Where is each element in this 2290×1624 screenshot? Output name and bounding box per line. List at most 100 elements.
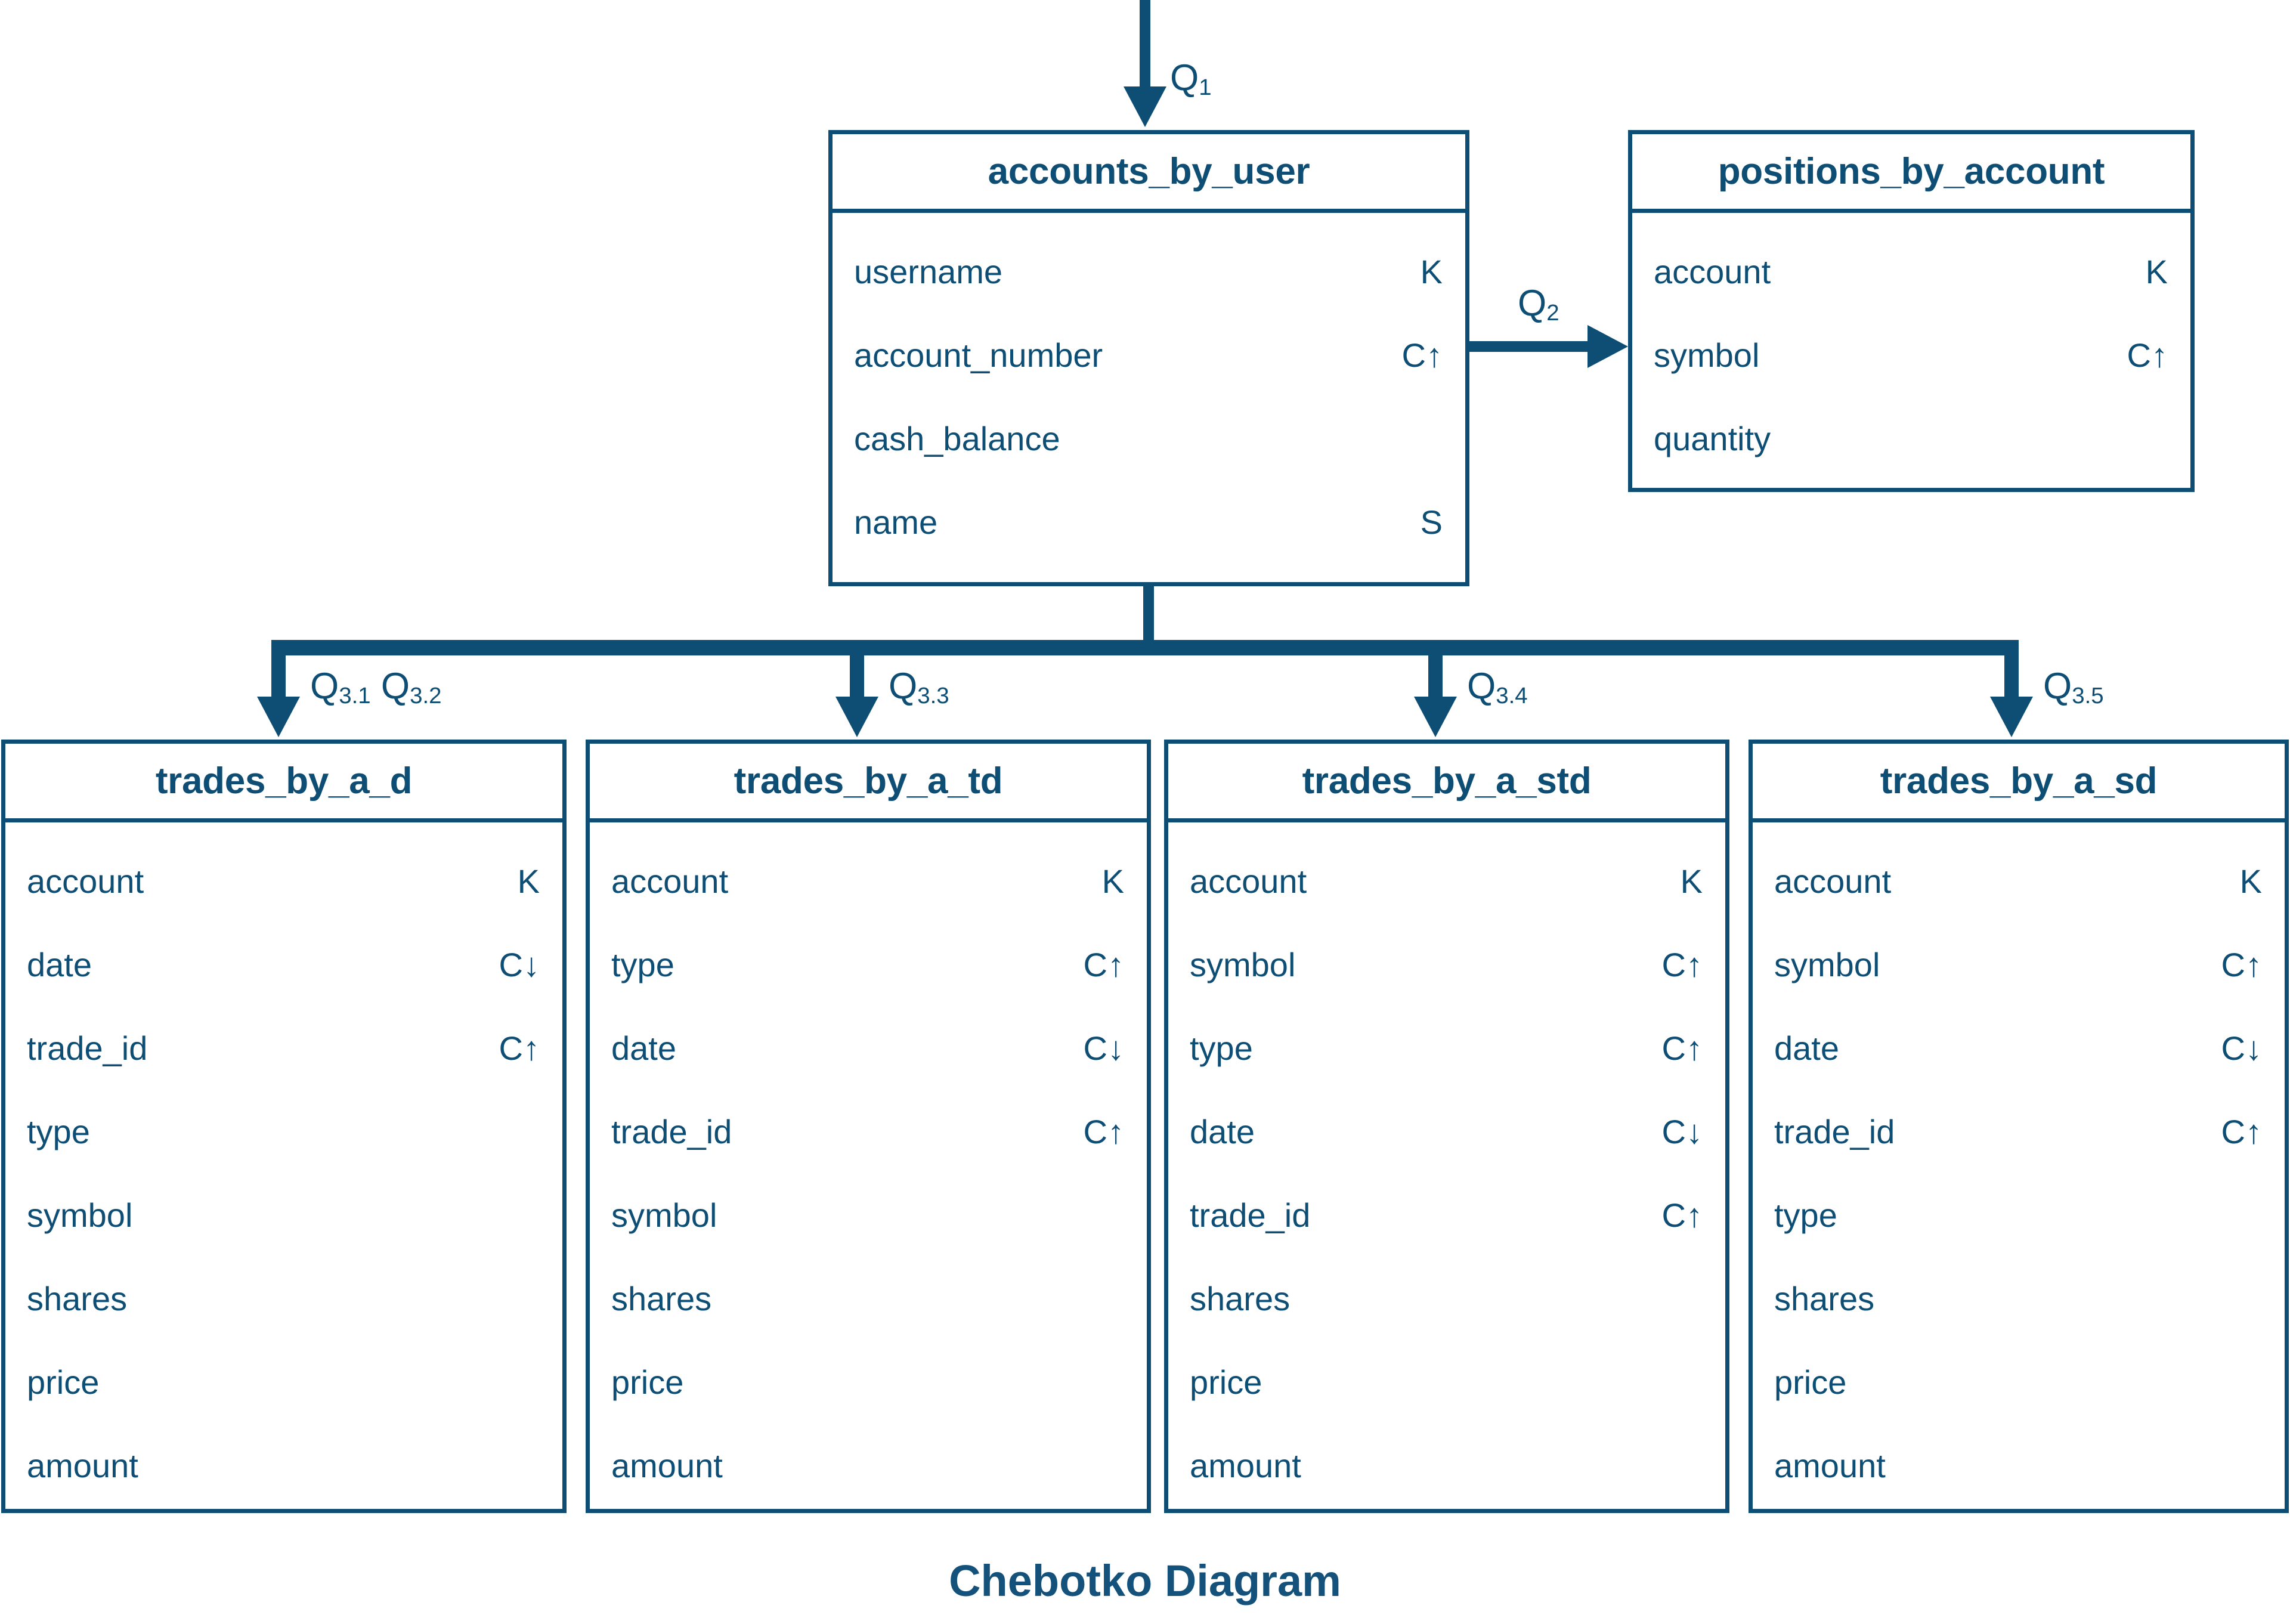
table-row: amount [1753, 1424, 2285, 1507]
table-row: price [5, 1340, 562, 1424]
table-row: account K [5, 839, 562, 923]
column-name: symbol [1190, 945, 1296, 983]
edge-q34-line [1428, 640, 1443, 697]
table-row: symbol C↑ [1632, 313, 2190, 397]
table-positions-by-account[interactable]: positions_by_account account K symbol C↑… [1628, 130, 2195, 492]
edge-q2-line [1469, 341, 1589, 352]
table-row: date C↓ [1168, 1090, 1725, 1173]
column-name: shares [1774, 1279, 1875, 1317]
table-row: type [5, 1090, 562, 1173]
column-name: shares [27, 1279, 128, 1317]
edge-label-q1-sub: 1 [1199, 75, 1212, 101]
edge-label-q34-sub: 3.4 [1496, 683, 1528, 709]
table-positions-by-account-columns: account K symbol C↑ quantity [1632, 213, 2190, 480]
column-key: C↑ [2221, 1112, 2262, 1150]
column-name: amount [27, 1446, 138, 1484]
table-row: account_number C↑ [833, 313, 1465, 397]
table-row: trade_id C↑ [1753, 1090, 2285, 1173]
edge-label-q31-q32: Q3.1 Q3.2 [310, 666, 442, 708]
table-row: shares [590, 1257, 1147, 1340]
column-name: date [1774, 1029, 1839, 1067]
table-trades-by-a-std-title: trades_by_a_std [1168, 744, 1725, 822]
table-row: date C↓ [590, 1006, 1147, 1090]
table-trades-by-a-d-title: trades_by_a_d [5, 744, 562, 822]
column-key: C↑ [1083, 1112, 1124, 1150]
table-row: cash_balance [833, 397, 1465, 480]
column-key: C↓ [1083, 1029, 1124, 1067]
table-accounts-by-user[interactable]: accounts_by_user username K account_numb… [828, 130, 1469, 586]
column-name: username [854, 252, 1003, 290]
table-row: quantity [1632, 397, 2190, 480]
table-row: shares [5, 1257, 562, 1340]
column-name: symbol [1654, 336, 1760, 374]
table-row: symbol [590, 1173, 1147, 1257]
table-row: symbol [5, 1173, 562, 1257]
edge-q33-line [850, 640, 864, 697]
edge-label-q33: Q3.3 [889, 666, 949, 708]
table-row: amount [5, 1424, 562, 1507]
column-key: C↑ [1401, 336, 1443, 374]
table-row: amount [1168, 1424, 1725, 1507]
table-row: price [1168, 1340, 1725, 1424]
column-key: C↑ [2221, 945, 2262, 983]
column-key: K [1680, 862, 1703, 900]
column-key: C↓ [2221, 1029, 2262, 1067]
column-name: shares [611, 1279, 712, 1317]
edge-label-q2-text: Q [1518, 283, 1547, 324]
edge-label-q34-text: Q [1467, 666, 1496, 707]
column-name: account [1190, 862, 1307, 900]
edge-label-q33-text: Q [889, 666, 918, 707]
table-trades-by-a-sd[interactable]: trades_by_a_sd account K symbol C↑ date … [1749, 740, 2289, 1513]
column-name: quantity [1654, 419, 1771, 457]
table-trades-by-a-td[interactable]: trades_by_a_td account K type C↑ date C↓… [586, 740, 1151, 1513]
table-row: amount [590, 1424, 1147, 1507]
table-row: date C↓ [5, 923, 562, 1006]
table-row: username K [833, 230, 1465, 313]
table-row: account K [590, 839, 1147, 923]
column-name: price [611, 1363, 684, 1401]
column-name: cash_balance [854, 419, 1060, 457]
edge-q1-arrowhead [1124, 86, 1166, 127]
table-trades-by-a-sd-title: trades_by_a_sd [1753, 744, 2285, 822]
edge-q31-q32-arrowhead [257, 697, 300, 737]
column-name: type [611, 945, 674, 983]
edge-label-q35: Q3.5 [2043, 666, 2104, 708]
table-accounts-by-user-columns: username K account_number C↑ cash_balanc… [833, 213, 1465, 564]
edge-label-q1: Q1 [1170, 57, 1212, 101]
column-name: date [1190, 1112, 1255, 1150]
column-name: shares [1190, 1279, 1291, 1317]
column-key: K [1101, 862, 1124, 900]
edge-label-q32-text: Q [380, 666, 410, 707]
column-name: amount [1774, 1446, 1886, 1484]
edge-label-q35-text: Q [2043, 666, 2072, 707]
edge-label-q32-sub: 3.2 [410, 683, 442, 709]
edge-label-q2: Q2 [1518, 283, 1559, 325]
column-name: trade_id [611, 1112, 732, 1150]
edge-q31-q32-line [271, 640, 286, 697]
column-name: account [611, 862, 729, 900]
column-name: name [854, 503, 938, 541]
edge-label-q31-sub: 3.1 [339, 683, 371, 709]
column-name: type [1190, 1029, 1253, 1067]
column-name: price [1190, 1363, 1262, 1401]
column-key: C↑ [1661, 945, 1703, 983]
table-trades-by-a-sd-columns: account K symbol C↑ date C↓ trade_id C↑ … [1753, 822, 2285, 1507]
edge-label-q34: Q3.4 [1467, 666, 1528, 708]
edge-label-q35-sub: 3.5 [2072, 683, 2104, 709]
column-key: C↑ [499, 1029, 540, 1067]
column-name: amount [1190, 1446, 1301, 1484]
column-name: date [27, 945, 92, 983]
table-row: symbol C↑ [1753, 923, 2285, 1006]
table-trades-by-a-d[interactable]: trades_by_a_d account K date C↓ trade_id… [1, 740, 567, 1513]
table-row: account K [1168, 839, 1725, 923]
column-key: C↓ [499, 945, 540, 983]
table-row: type C↑ [1168, 1006, 1725, 1090]
column-name: price [1774, 1363, 1847, 1401]
edge-label-q33-sub: 3.3 [917, 683, 949, 709]
column-key: C↑ [1083, 945, 1124, 983]
column-key: K [2239, 862, 2262, 900]
edge-label-q1-text: Q [1170, 57, 1199, 98]
table-trades-by-a-std[interactable]: trades_by_a_std account K symbol C↑ type… [1164, 740, 1729, 1513]
column-name: amount [611, 1446, 723, 1484]
